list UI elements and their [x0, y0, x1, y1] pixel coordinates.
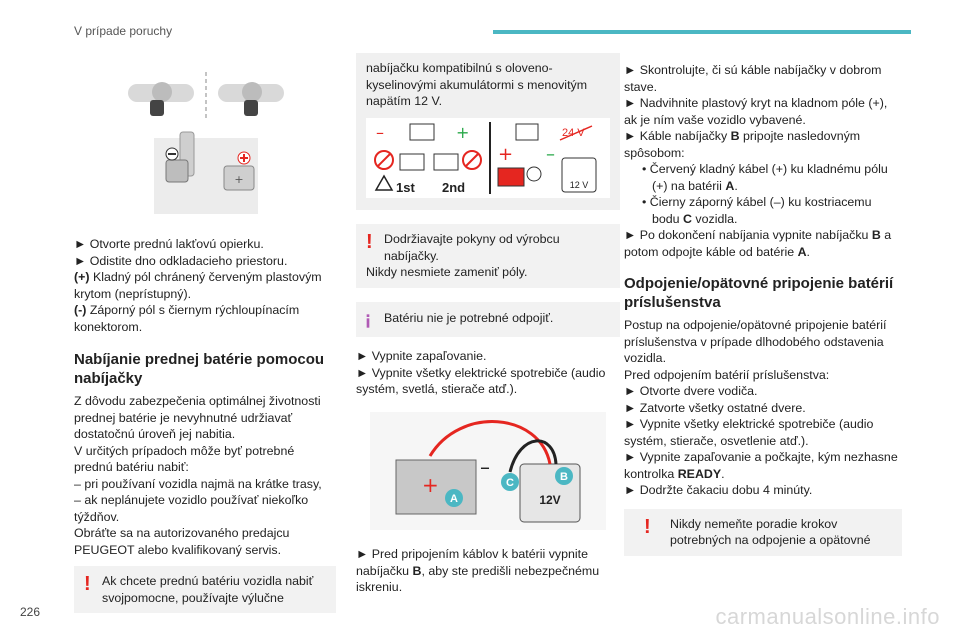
- charging-intro: Z dôvodu zabezpečenia optimálnej životno…: [74, 394, 321, 441]
- connection-order-diagram: – + 1st 2nd 24 V + – 12 V: [366, 117, 610, 198]
- svg-text:+: +: [422, 473, 439, 497]
- charger-compat-text: nabíjačku kompatibilnú s oloveno-kyselin…: [366, 61, 588, 108]
- accessory-intro: Postup na odpojenie/opätovné pripojenie …: [624, 318, 887, 365]
- svg-text:+: +: [234, 173, 243, 186]
- armrest-illustration: [128, 72, 284, 120]
- ignition-off-step: ► Vypnite zapaľovanie.: [356, 349, 487, 363]
- check-cables-step: ► Skontrolujte, či sú káble nabíjačky v …: [624, 63, 882, 94]
- close-doors-step: ► Zatvorte všetky ostatné dvere.: [624, 400, 806, 415]
- wait-ready-step: ► Vypnite zapaľovanie a počkajte, kým ne…: [624, 450, 898, 481]
- negative-terminal-note: (-) Záporný pól s čiernym rýchloupínacím…: [74, 303, 300, 334]
- wait-4-minutes-step: ► Dodržte čakaciu dobu 4 minúty.: [624, 483, 813, 497]
- finish-charging-step: ► Po dokončení nabíjania vypnite nabíjač…: [624, 228, 892, 259]
- svg-text:–: –: [480, 455, 490, 479]
- watermark: carmanualsonline.info: [715, 604, 940, 629]
- info-icon: [366, 313, 370, 328]
- label-1st: 1st: [396, 180, 415, 195]
- charging-cases-intro: V určitých prípadoch môže byť potrebné p…: [74, 443, 295, 475]
- storage-step: ► Odistite dno odkladacieho priestoru.: [74, 253, 288, 268]
- before-disconnect-intro: Pred odpojením batérií príslušenstva:: [624, 367, 830, 382]
- consumers-off-step: ► Vypnite všetky elektrické spotrebiče (…: [356, 365, 606, 397]
- charging-case-unused: – ak neplánujete vozidlo používať niekoľ…: [74, 493, 309, 524]
- armrest-step: ► Otvorte prednú lakťovú opierku.: [74, 237, 264, 251]
- label-c: C: [506, 477, 514, 489]
- warning-exclamation-icon: !: [84, 573, 91, 595]
- charger-connection-illustration: + – A C B 12V: [370, 411, 606, 530]
- open-driver-door-step: ► Otvorte dvere vodiča.: [624, 384, 758, 398]
- warning-box-polarity: ! Dodržiavajte pokyny od výrobcu nabíjač…: [356, 224, 620, 288]
- black-cable-bullet: • Čierny záporný kábel (–) ku kostriacem…: [642, 195, 872, 226]
- svg-text:+: +: [456, 123, 469, 142]
- section-heading-accessory: Odpojenie/opätovné pripojenie batérií pr…: [624, 275, 894, 311]
- page-number: 226: [20, 605, 41, 619]
- info-box-no-disconnect: Batériu nie je potrebné odpojiť.: [356, 301, 620, 337]
- red-cable-bullet: • Červený kladný kábel (+) ku kladnému p…: [642, 162, 888, 193]
- svg-text:–: –: [546, 144, 555, 165]
- label-12v: 12 V: [570, 180, 589, 190]
- svg-text:+: +: [498, 144, 513, 165]
- warning-box-order: ! Nikdy nemeňte poradie krokov potrebnýc…: [624, 508, 902, 556]
- connect-cables-step: ► Káble nabíjačky B pripojte nasledovným…: [624, 129, 861, 160]
- label-2nd: 2nd: [442, 180, 465, 195]
- charging-case-short-trips: – pri používaní vozidla najmä na krátke …: [74, 476, 322, 491]
- lift-cover-step: ► Nadvihnite plastový kryt na kladnom pó…: [624, 96, 888, 127]
- svg-text:–: –: [376, 123, 384, 142]
- dealer-note: Obráťte sa na autorizovaného predajcu PE…: [74, 526, 290, 557]
- switch-off-consumers-step: ► Vypnite všetky elektrické spotrebiče (…: [624, 417, 874, 448]
- header-title: V prípade poruchy: [74, 24, 173, 38]
- section-heading-charging: Nabíjanie prednej batérie pomocou nabíja…: [74, 351, 325, 387]
- label-b: B: [560, 471, 568, 483]
- charger-off-before-step: ► Pred pripojením káblov k batérii vypni…: [356, 547, 600, 594]
- warning-exclamation-icon: !: [644, 515, 651, 538]
- warning-exclamation-icon: !: [366, 231, 373, 253]
- charger-compat-panel: nabíjačku kompatibilnú s oloveno-kyselin…: [356, 53, 620, 210]
- warning-box-charger: ! Ak chcete prednú batériu vozidla nabiť…: [74, 566, 336, 613]
- positive-terminal-note: (+) Kladný pól chránený červeným plastov…: [74, 270, 322, 301]
- battery-compartment-illustration: +: [154, 131, 258, 214]
- header-accent-bar: [493, 30, 911, 34]
- label-a: A: [450, 493, 458, 505]
- label-12v-charger: 12V: [539, 493, 560, 507]
